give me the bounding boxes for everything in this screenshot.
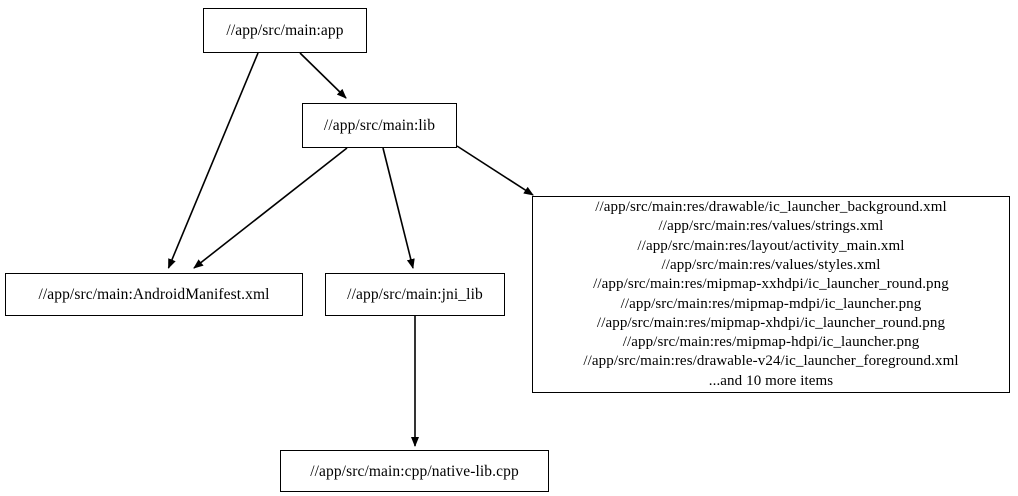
node-android-manifest-label: //app/src/main:AndroidManifest.xml (38, 286, 270, 303)
edge-lib-to-manifest (193, 147, 348, 269)
node-app[interactable]: //app/src/main:app (203, 8, 367, 53)
edge-lib-to-jni-lib (382, 147, 415, 269)
node-resources[interactable]: //app/src/main:res/drawable/ic_launcher_… (532, 196, 1010, 393)
edge-app-to-lib (299, 52, 347, 99)
node-lib-label: //app/src/main:lib (323, 117, 436, 134)
node-lib[interactable]: //app/src/main:lib (302, 103, 457, 148)
node-native-lib-cpp-label: //app/src/main:cpp/native-lib.cpp (310, 462, 519, 480)
node-android-manifest[interactable]: //app/src/main:AndroidManifest.xml (5, 273, 303, 316)
node-resources-label: //app/src/main:res/drawable/ic_launcher_… (583, 199, 959, 389)
node-native-lib-cpp[interactable]: //app/src/main:cpp/native-lib.cpp (280, 450, 549, 492)
node-jni-lib[interactable]: //app/src/main:jni_lib (325, 273, 505, 316)
edge-lib-to-resources (456, 145, 534, 196)
edge-app-to-manifest (167, 52, 259, 269)
node-jni-lib-label: //app/src/main:jni_lib (347, 286, 483, 303)
node-app-label: //app/src/main:app (226, 22, 344, 39)
